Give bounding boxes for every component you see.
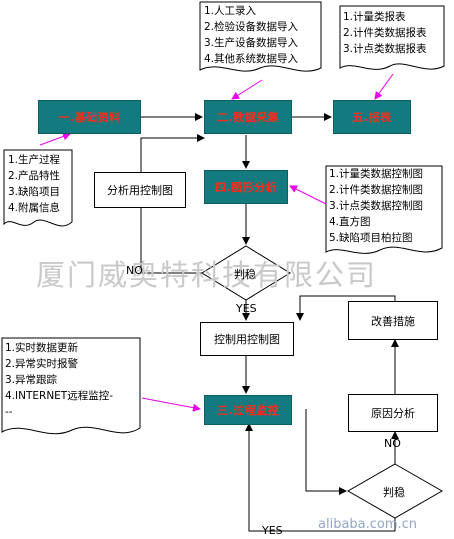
doc-shape-collect-sources xyxy=(199,1,322,72)
stage-basic-data-label: 一.基础资料 xyxy=(58,111,121,124)
doc-line: 5.缺陷项目柏拉图 xyxy=(329,232,413,244)
stage-process-monitoring-label: 三.过程监控 xyxy=(216,404,280,417)
doc-line: 2.计件类数据控制图 xyxy=(329,184,424,196)
doc-basic-items: 1.生产过程 2.产品特性 3.缺陷项目 4.附属信息 xyxy=(8,152,60,216)
doc-line: 1.实时数据更新 xyxy=(5,342,79,354)
doc-line: 2.检验设备数据导入 xyxy=(204,21,299,33)
decision-stable-1-label: 判稳 xyxy=(234,268,256,281)
doc-line: 2.计件类数据报表 xyxy=(343,27,427,39)
analysis-control-chart-box: 分析用控制图 xyxy=(94,172,186,208)
doc-shape-basic-items xyxy=(3,149,73,227)
doc-line: 1.人工录入 xyxy=(204,5,257,17)
cause-analysis-box: 原因分析 xyxy=(348,394,438,432)
doc-graphs: 1.计量类数据控制图 2.计件类数据控制图 3.计点类数据控制图 4.直方图 5… xyxy=(329,166,423,246)
no-label-2: NO xyxy=(384,437,401,450)
doc-collect-sources: 1.人工录入 2.检验设备数据导入 3.生产设备数据导入 4.其他系统数据导入 xyxy=(204,3,298,67)
doc-line: 1.计量类报表 xyxy=(343,11,406,23)
doc-line: 1.生产过程 xyxy=(8,154,61,166)
doc-line: 4.附属信息 xyxy=(8,202,61,214)
yes-label-1: YES xyxy=(236,302,257,315)
yes-label-2: YES xyxy=(262,524,283,537)
doc-line: 4.直方图 xyxy=(329,216,371,228)
stage-report-label: 五.报表 xyxy=(352,111,392,124)
arrow-improve-to-control-chart xyxy=(296,295,396,321)
doc-line: 3.生产设备数据导入 xyxy=(204,37,299,49)
doc-line: 2.产品特性 xyxy=(8,170,61,182)
control-chart-label: 控制用控制图 xyxy=(214,333,280,346)
no-label-1: NO xyxy=(126,264,143,277)
decision-stable-2-label: 判稳 xyxy=(383,486,405,499)
improvement-measures-label: 改善措施 xyxy=(371,314,415,328)
pointer-reports-to-report xyxy=(374,73,394,100)
stage-report: 五.报表 xyxy=(333,100,411,134)
doc-line: -- xyxy=(5,406,13,418)
stage-data-collection: 二.数据采集 xyxy=(204,100,292,134)
pointer-sources-to-collect xyxy=(231,79,263,100)
company-watermark: 厦门威奥特科技有限公司 xyxy=(36,258,378,292)
cause-analysis-label: 原因分析 xyxy=(371,407,415,420)
stage-basic-data: 一.基础资料 xyxy=(38,100,141,134)
doc-line: 4.INTERNET远程监控- xyxy=(5,390,114,402)
doc-monitor-items: 1.实时数据更新 2.异常实时报警 3.异常跟踪 4.INTERNET远程监控-… xyxy=(5,340,113,420)
doc-line: 3.异常跟踪 xyxy=(5,374,58,386)
arrow-yes-loop-to-monitor xyxy=(245,423,396,532)
pointer-basic-items-to-basic xyxy=(39,132,71,146)
improvement-measures-box: 改善措施 xyxy=(348,301,438,340)
doc-line: 2.异常实时报警 xyxy=(5,358,79,370)
stage-graph-analysis: 四.图形分析 xyxy=(204,170,288,204)
control-chart-box: 控制用控制图 xyxy=(200,322,294,356)
pointer-graphs-to-graph xyxy=(289,185,327,205)
doc-line: 3.计点类数据报表 xyxy=(343,43,427,55)
doc-reports: 1.计量类报表 2.计件类数据报表 3.计点类数据报表 xyxy=(343,9,427,57)
doc-shape-monitor-items xyxy=(1,337,141,435)
arrow-monitor-to-decision2 xyxy=(305,409,347,495)
site-watermark: alibaba.com.cn xyxy=(318,517,418,532)
pointer-monitor-items-to-monitor xyxy=(141,397,201,412)
doc-line: 1.计量类数据控制图 xyxy=(329,168,424,180)
doc-shape-reports xyxy=(339,5,445,70)
doc-line: 3.缺陷项目 xyxy=(8,186,61,198)
doc-line: 4.其他系统数据导入 xyxy=(204,53,299,65)
stage-data-collection-label: 二.数据采集 xyxy=(216,111,280,124)
analysis-control-chart-label: 分析用控制图 xyxy=(107,184,173,197)
doc-line: 3.计点类数据控制图 xyxy=(329,200,424,212)
stage-graph-analysis-label: 四.图形分析 xyxy=(214,181,278,194)
doc-shape-graphs xyxy=(325,165,443,254)
stage-process-monitoring: 三.过程监控 xyxy=(204,395,292,425)
